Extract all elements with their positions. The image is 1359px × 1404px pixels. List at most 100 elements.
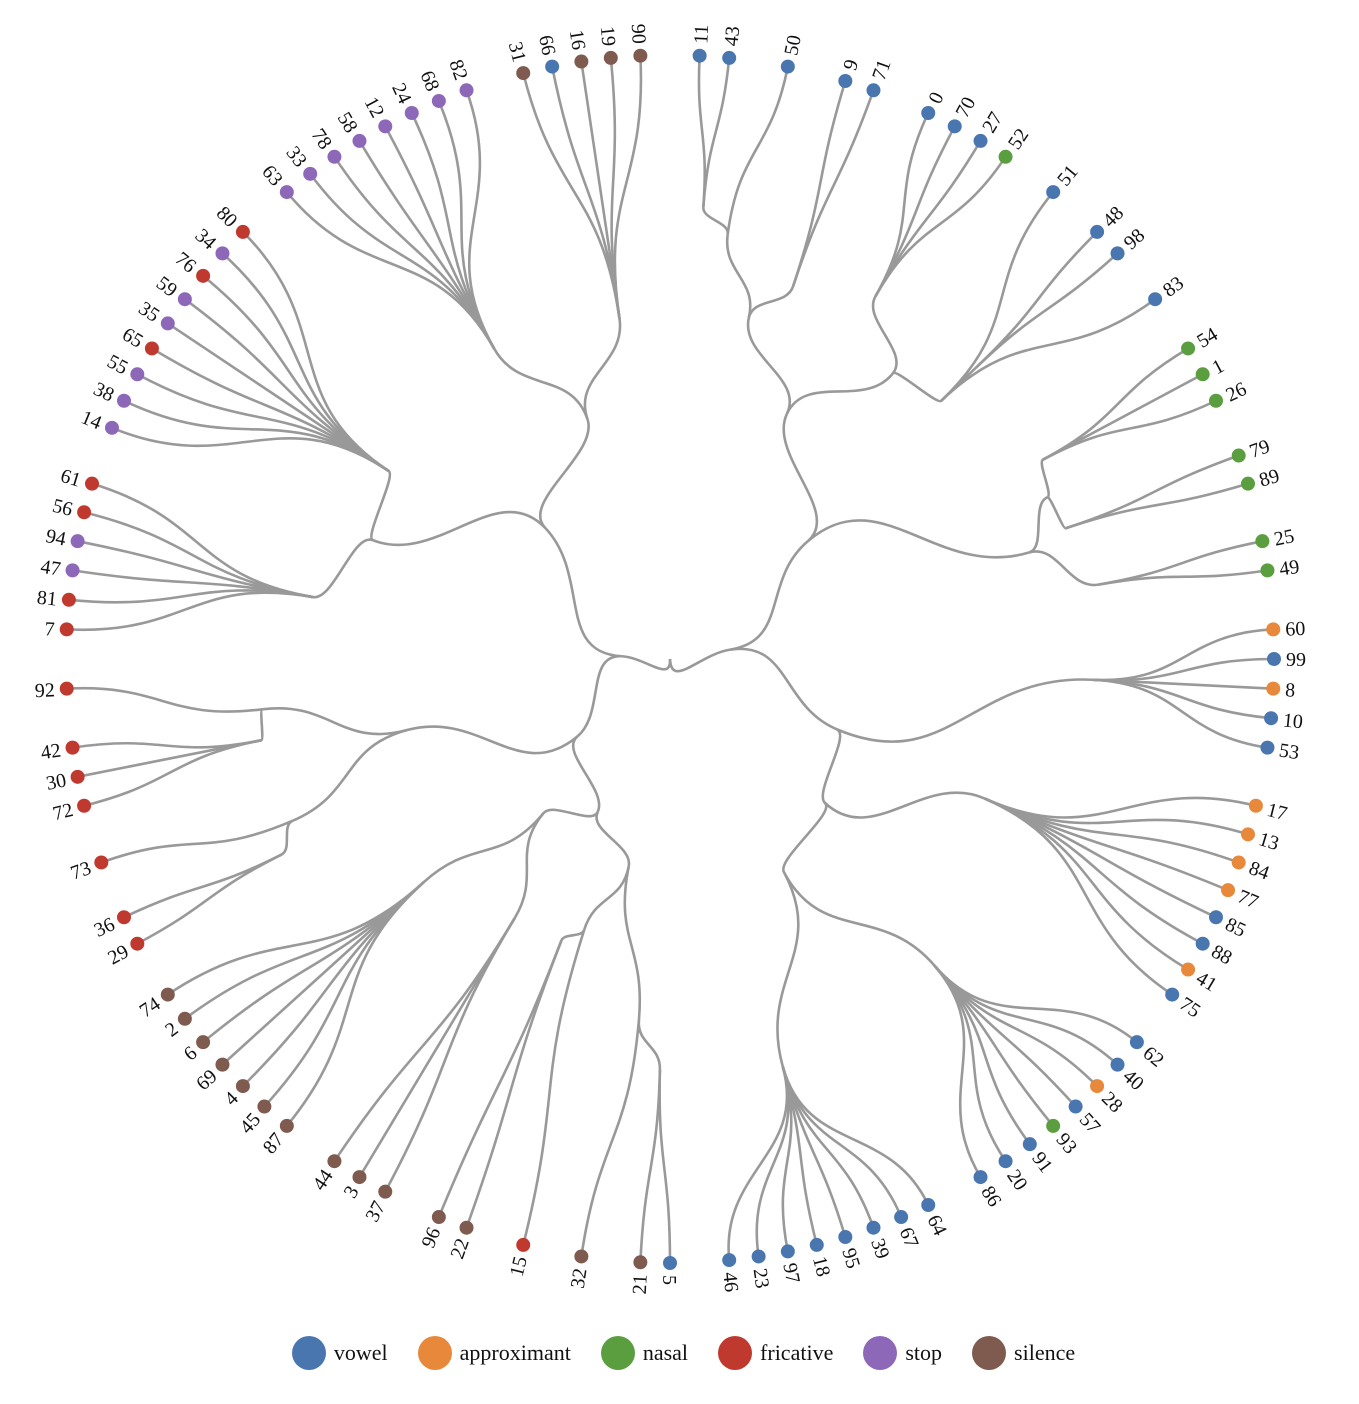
leaf-label: 44 xyxy=(308,1166,337,1195)
leaf-label: 20 xyxy=(1002,1166,1031,1195)
tree-link xyxy=(465,89,496,350)
leaf-label: 73 xyxy=(68,857,94,884)
legend-swatch xyxy=(718,1336,753,1370)
leaf-label: 7 xyxy=(44,618,55,640)
legend-label: vowel xyxy=(333,1340,388,1365)
leaf-node-47 xyxy=(65,563,80,578)
leaf-node-62 xyxy=(1129,1035,1144,1050)
tree-link xyxy=(1098,539,1263,586)
leaf-label: 80 xyxy=(212,202,242,232)
tree-link xyxy=(1040,458,1050,499)
tree-link xyxy=(984,797,1240,864)
tree-link xyxy=(821,728,842,804)
leaf-node-12 xyxy=(378,119,393,134)
tree-link xyxy=(202,881,425,1044)
leaf-label: 83 xyxy=(1159,272,1188,302)
leaf-label: 53 xyxy=(1278,739,1301,764)
tree-link xyxy=(637,1019,662,1070)
leaf-label: 23 xyxy=(749,1267,774,1290)
leaf-label: 26 xyxy=(1223,378,1250,406)
leaf-node-58 xyxy=(352,133,367,148)
tree-link xyxy=(184,881,425,1020)
tree-link xyxy=(262,706,408,736)
leaf-node-30 xyxy=(70,769,85,784)
leaf-node-71 xyxy=(866,83,881,98)
leaf-node-72 xyxy=(77,798,92,813)
tree-link xyxy=(891,371,943,403)
tree-link xyxy=(571,735,601,813)
leaf-node-15 xyxy=(516,1237,531,1252)
tree-link xyxy=(726,66,790,235)
leaf-node-52 xyxy=(998,149,1013,164)
leaf-label: 10 xyxy=(1282,709,1304,733)
leaf-label: 88 xyxy=(1208,941,1236,970)
leaf-node-39 xyxy=(866,1220,881,1235)
leaf-label: 50 xyxy=(780,33,805,57)
tree-link xyxy=(407,725,579,755)
leaf-label: 55 xyxy=(103,350,131,379)
leaf-node-33 xyxy=(303,166,318,181)
leaf-label: 11 xyxy=(690,24,713,44)
tree-link xyxy=(422,812,545,884)
tree-link xyxy=(465,940,563,1229)
tree-link xyxy=(333,917,516,1162)
legend-label: approximant xyxy=(459,1340,571,1365)
legend-item-nasal: nasal xyxy=(600,1336,688,1370)
leaf-node-82 xyxy=(459,83,474,98)
leaf-node-29 xyxy=(130,936,145,951)
leaf-label: 28 xyxy=(1097,1088,1127,1118)
leaf-node-84 xyxy=(1231,855,1246,870)
tree-link xyxy=(1092,657,1275,682)
leaf-label: 92 xyxy=(34,679,55,702)
leaf-node-91 xyxy=(1022,1137,1037,1152)
leaf-node-80 xyxy=(235,224,250,239)
leaf-node-36 xyxy=(116,910,131,925)
leaf-node-51 xyxy=(1046,185,1061,200)
leaf-label: 54 xyxy=(1193,323,1221,352)
leaf-label: 34 xyxy=(191,224,221,254)
leaf-label: 77 xyxy=(1235,885,1262,913)
leaf-label: 32 xyxy=(567,1267,592,1290)
tree-link xyxy=(746,317,791,415)
leaf-label: 95 xyxy=(837,1246,864,1272)
leaf-node-86 xyxy=(973,1170,988,1185)
leaf-label: 72 xyxy=(51,799,76,825)
tree-link xyxy=(538,418,590,529)
leaf-label: 75 xyxy=(1176,993,1205,1022)
leaf-node-21 xyxy=(633,1255,648,1270)
leaf-node-49 xyxy=(1260,563,1275,578)
leaf-label: 82 xyxy=(444,57,471,83)
leaf-node-76 xyxy=(196,268,211,283)
tree-link xyxy=(623,866,642,1021)
leaf-node-93 xyxy=(1046,1118,1061,1133)
leaf-node-66 xyxy=(545,59,560,74)
leaf-node-42 xyxy=(65,740,80,755)
tree-link xyxy=(933,964,1099,1088)
leaf-node-59 xyxy=(177,292,192,307)
tree-link xyxy=(781,1066,903,1218)
leaf-node-73 xyxy=(94,855,109,870)
tree-link xyxy=(747,285,795,319)
leaf-label: 15 xyxy=(506,1254,532,1279)
leaf-label: 94 xyxy=(44,525,68,550)
leaf-node-37 xyxy=(378,1184,393,1199)
leaf-node-78 xyxy=(327,149,342,164)
leaf-node-92 xyxy=(59,681,74,696)
leaf-label: 86 xyxy=(976,1182,1005,1210)
leaf-node-54 xyxy=(1181,341,1196,356)
leaf-label: 63 xyxy=(257,161,287,190)
tree-link xyxy=(83,510,314,599)
tree-link xyxy=(871,295,898,375)
leaf-node-74 xyxy=(160,987,175,1002)
tree-link xyxy=(123,853,283,919)
tree-link xyxy=(241,230,390,473)
tree-link xyxy=(621,654,672,671)
leaf-node-70 xyxy=(947,119,962,134)
tree-link xyxy=(167,881,425,996)
leaf-node-41 xyxy=(1181,962,1196,977)
leaf-label: 25 xyxy=(1272,525,1296,550)
leaf-node-6 xyxy=(196,1035,211,1050)
tree-link xyxy=(370,470,392,542)
leaf-node-75 xyxy=(1165,987,1180,1002)
